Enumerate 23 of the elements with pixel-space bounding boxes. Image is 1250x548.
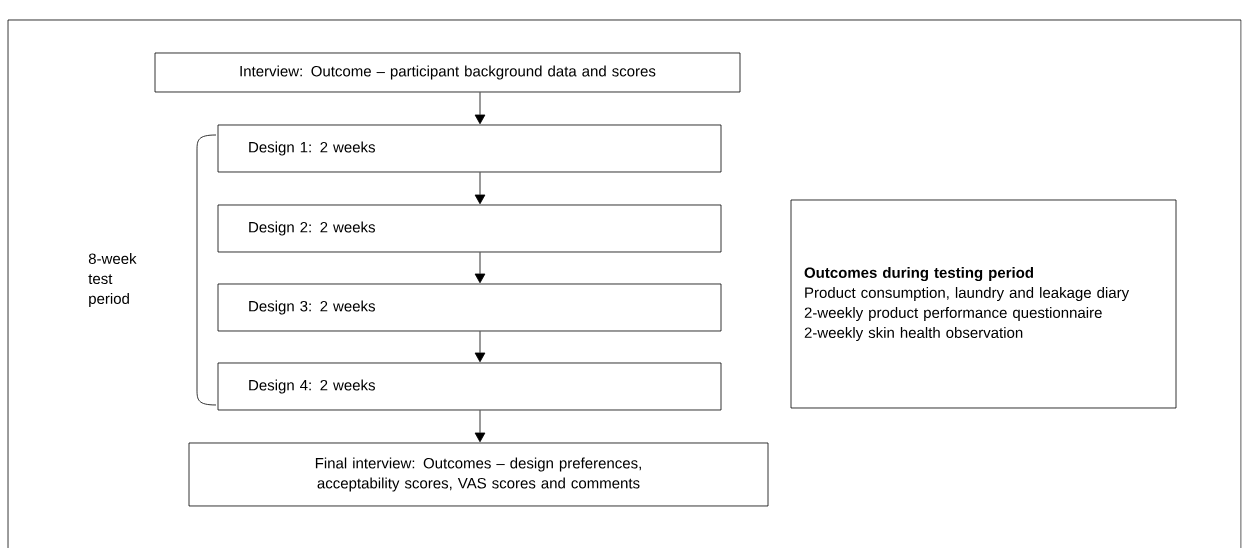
- box-text: Design 1: 2 weeks: [249, 141, 375, 156]
- stage-box: [217, 124, 722, 173]
- list-item: 2-weekly product performance questionnaire: [804, 307, 1102, 321]
- arrow: [474, 331, 486, 363]
- process-box: [154, 52, 741, 93]
- box-text: Design 2: 2 weeks: [249, 221, 375, 236]
- bracket-label: 8-week test period: [88, 253, 137, 307]
- box-text: Interview: Outcome – participant background data and scores: [240, 65, 656, 80]
- box-text: Design 3: 2 weeks: [249, 300, 375, 315]
- stage-box: [217, 283, 722, 332]
- stage-box: [217, 362, 722, 411]
- arrow: [474, 410, 486, 443]
- list-item: Product consumption, laundry and leakage diary: [805, 287, 1130, 301]
- list-item: 2-weekly skin health observation: [804, 327, 1023, 341]
- process-box: [188, 442, 769, 507]
- box-text: Design 4: 2 weeks: [249, 379, 375, 394]
- box-heading: Outcomes during testing period: [804, 267, 1033, 282]
- arrow: [474, 172, 486, 205]
- box-text: Final interview: Outcomes – design preferences, acceptability scores, VAS scores and comments: [315, 457, 641, 492]
- arrow: [474, 252, 486, 284]
- stage-box: [217, 204, 722, 253]
- arrow: [474, 92, 486, 125]
- outcomes-box: [790, 199, 1177, 409]
